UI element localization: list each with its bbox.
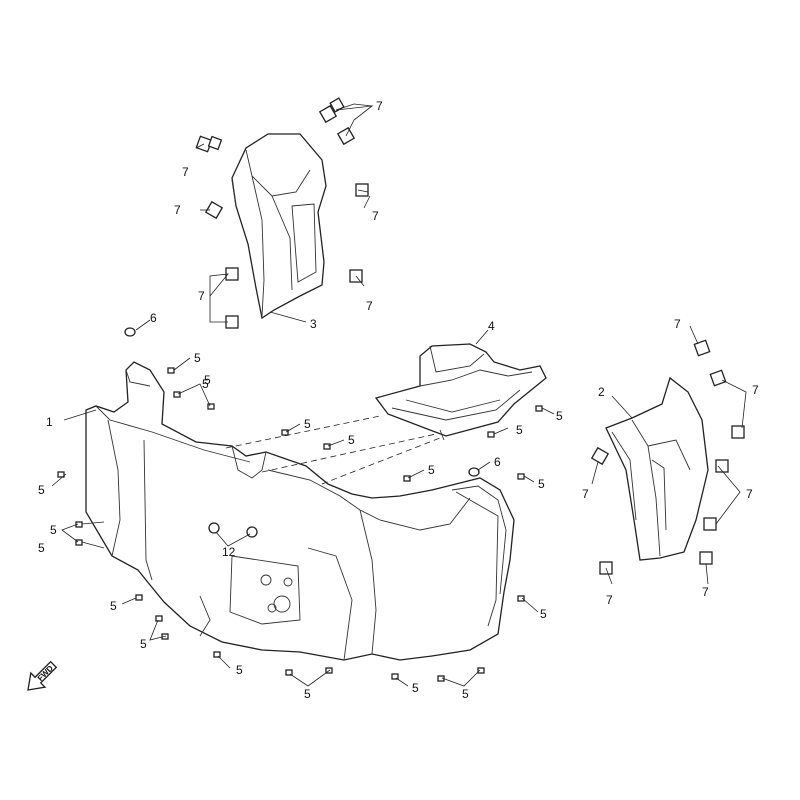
bolt-q (213, 651, 221, 658)
callout-7: 7 (376, 99, 383, 113)
clip-g (204, 200, 224, 220)
callout-7: 7 (198, 289, 205, 303)
callout-12: 12 (222, 545, 236, 559)
callout-5: 5 (412, 681, 419, 695)
bolt-v (477, 667, 485, 674)
callout-5: 5 (516, 423, 523, 437)
bolt-h (173, 391, 181, 398)
callout-7: 7 (702, 585, 709, 599)
callout-5: 5 (50, 523, 57, 537)
callout-3: 3 (310, 317, 317, 331)
bolt-m (487, 431, 495, 438)
clip-b (207, 135, 223, 151)
callout-5: 5 (348, 433, 355, 447)
assembly-lines (225, 415, 441, 485)
callout-4: 4 (488, 319, 495, 333)
callout-labels: 1 2 3 4 5 5 5 5 5 5 5 5 5 5 5 5 5 5 5 5 … (38, 99, 759, 701)
grommet-d (246, 526, 258, 538)
callout-5: 5 (110, 599, 117, 613)
callout-1: 1 (46, 415, 53, 429)
grommet-a (124, 327, 136, 337)
clip-c (318, 104, 338, 124)
bolt-p (517, 595, 525, 602)
bolt-r (285, 669, 293, 676)
grommet-c (208, 522, 220, 534)
leader-lines (51, 103, 747, 687)
callout-5: 5 (140, 637, 147, 651)
grommet-b (468, 467, 480, 477)
clip-f (355, 183, 369, 197)
bolt-j (281, 429, 289, 436)
callout-5: 5 (304, 417, 311, 431)
clip-o (703, 517, 717, 531)
part-1-floor-panel (85, 361, 515, 661)
callout-5: 5 (202, 377, 209, 391)
clip-n (715, 459, 729, 473)
callout-5: 5 (194, 351, 201, 365)
bolt-t (391, 673, 399, 680)
callout-6: 6 (494, 455, 501, 469)
clip-l (709, 369, 727, 387)
callout-5: 5 (304, 687, 311, 701)
bolt-o (517, 473, 525, 480)
callout-7: 7 (752, 383, 759, 397)
callout-7: 7 (606, 593, 613, 607)
bolt-a (57, 471, 65, 478)
forward-arrow-icon: FWD (27, 660, 58, 691)
callout-5: 5 (556, 409, 563, 423)
callout-5: 5 (38, 541, 45, 555)
callout-7: 7 (746, 487, 753, 501)
callout-6: 6 (150, 311, 157, 325)
bolt-k (323, 443, 331, 450)
callout-7: 7 (366, 299, 373, 313)
clip-fasteners (195, 97, 745, 575)
part-2-side-fender-panel (605, 376, 709, 561)
callout-5: 5 (540, 607, 547, 621)
clip-k (693, 339, 711, 357)
grommets (124, 327, 480, 538)
bolt-l (403, 475, 411, 482)
callout-2: 2 (598, 385, 605, 399)
callout-5: 5 (38, 483, 45, 497)
bolt-e (155, 615, 163, 622)
clip-p (699, 551, 713, 565)
part-3-front-fender-panel (231, 133, 327, 320)
callout-7: 7 (174, 203, 181, 217)
clip-q (590, 446, 610, 466)
callout-5: 5 (538, 477, 545, 491)
callout-7: 7 (582, 487, 589, 501)
bolt-g (167, 367, 175, 374)
bolt-c (75, 539, 83, 546)
bolt-d (135, 594, 143, 601)
callout-7: 7 (372, 209, 379, 223)
callout-5: 5 (462, 687, 469, 701)
callout-5: 5 (428, 463, 435, 477)
clip-m (731, 425, 745, 439)
callout-7: 7 (674, 317, 681, 331)
bolt-fasteners (57, 367, 543, 682)
callout-5: 5 (204, 373, 211, 387)
bolt-n (535, 405, 543, 412)
callout-7: 7 (182, 165, 189, 179)
part-4-tray (374, 343, 547, 441)
callout-5: 5 (236, 663, 243, 677)
bolt-i (207, 403, 215, 410)
